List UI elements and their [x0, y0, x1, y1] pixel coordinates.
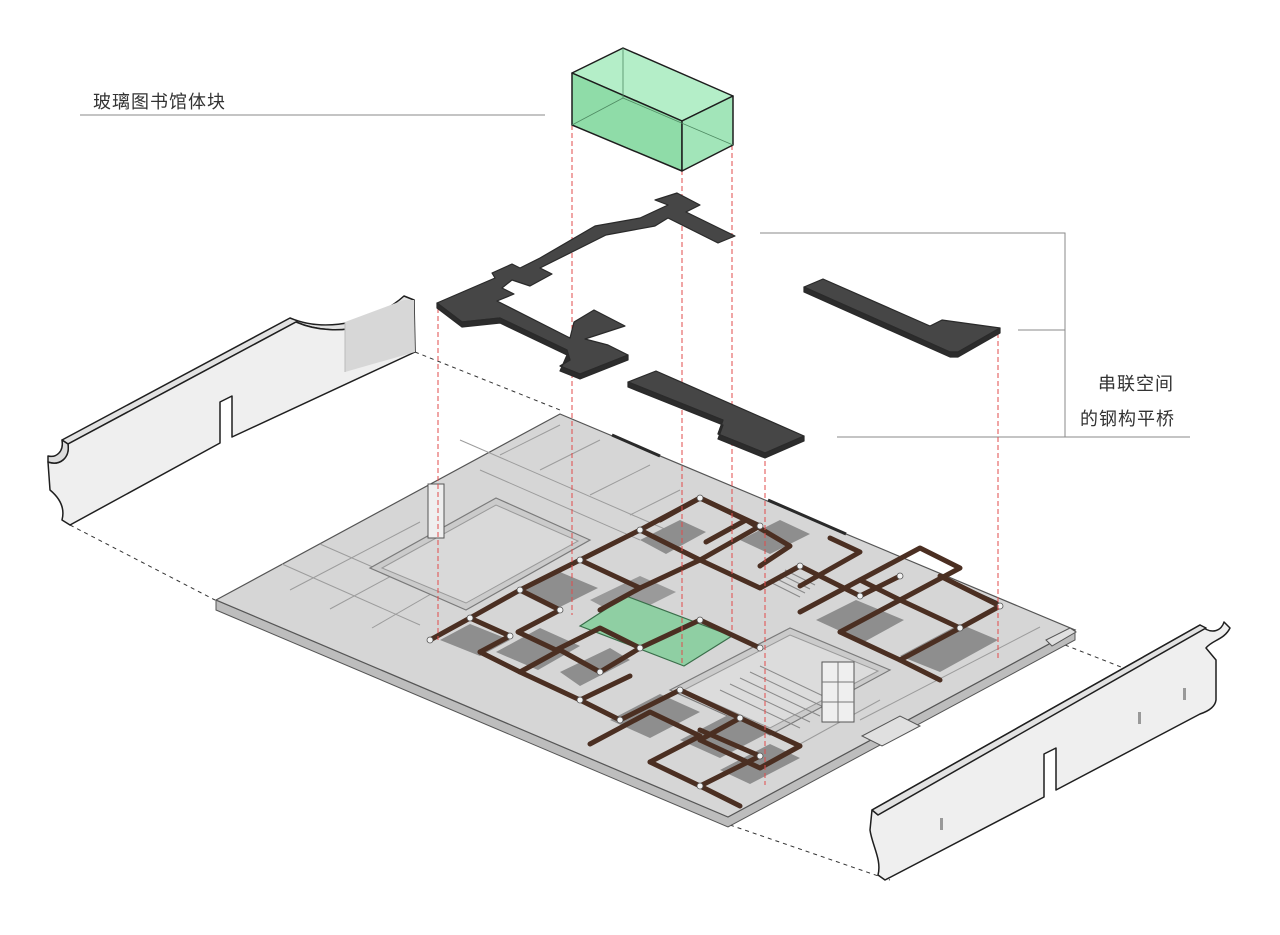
right-wall-panel	[869, 621, 1231, 881]
floor-slab	[214, 413, 1077, 828]
steel-bridge-label-line2: 的钢构平桥	[1080, 409, 1175, 430]
glass-library-volume	[571, 47, 734, 172]
beam-joints	[426, 494, 1004, 790]
bridge-main	[436, 192, 736, 375]
floor-beam-network	[427, 495, 1003, 809]
leader-lines	[80, 114, 1190, 438]
steel-bridge-label-line1: 串联空间	[1098, 374, 1174, 395]
left-wall-panel	[47, 295, 416, 526]
steel-bridges	[436, 192, 1001, 459]
bridge-right	[803, 278, 1001, 353]
bridge-leader-bracket	[760, 232, 1066, 438]
bridge-middle	[627, 370, 805, 454]
glass-library-label: 玻璃图书馆体块	[93, 92, 226, 113]
